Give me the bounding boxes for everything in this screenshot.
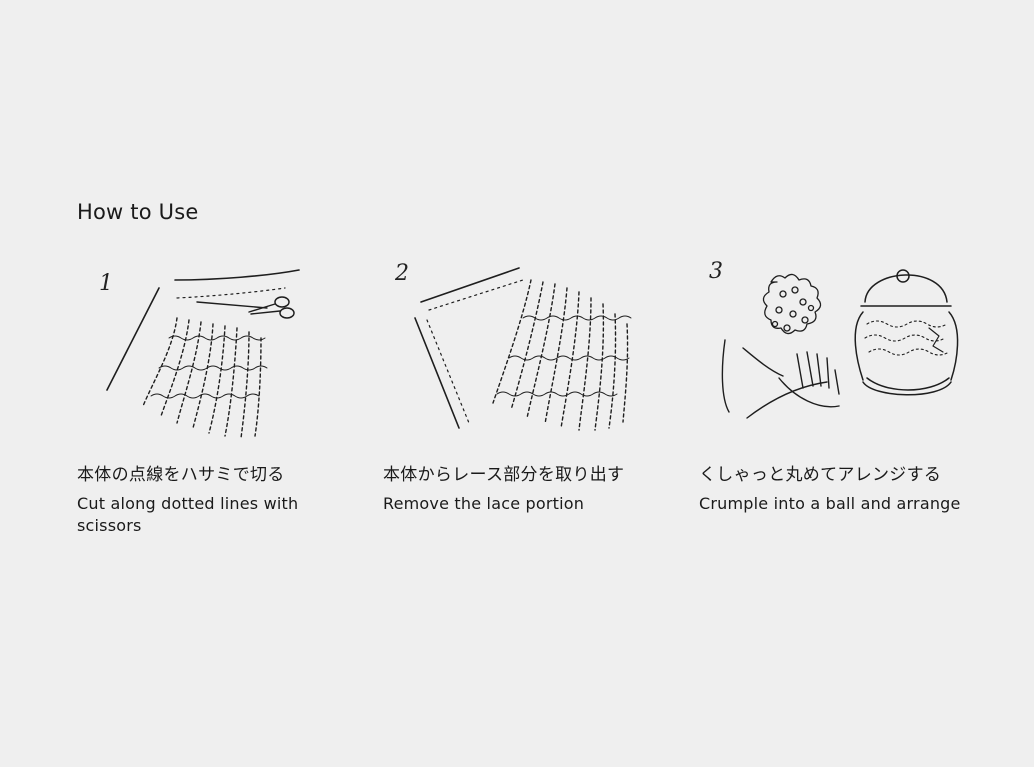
step-2-japanese-caption: 本体からレース部分を取り出す <box>383 465 625 485</box>
step-1-japanese-caption: 本体の点線をハサミで切る <box>77 465 285 485</box>
step-2: 2 本体からレース部分を取 <box>383 258 663 513</box>
step-2-number: 2 <box>394 261 409 286</box>
step-1-english-caption: Cut along dotted lines with scissors <box>77 494 299 535</box>
step-1-number: 1 <box>99 271 113 296</box>
crumple-and-arrange-illustration: 3 <box>709 259 959 419</box>
step-2-english-caption: Remove the lace portion <box>383 494 585 513</box>
step-3-number: 3 <box>709 259 723 284</box>
step-3: 3 <box>699 258 999 513</box>
step-1: 1 <box>77 258 327 535</box>
page-title: How to Use <box>77 200 199 224</box>
step-3-japanese-caption: くしゃっと丸めてアレンジする <box>699 465 942 485</box>
remove-lace-illustration: 2 <box>394 261 632 431</box>
step-3-english-caption: Crumple into a ball and arrange <box>699 494 961 513</box>
cut-with-scissors-illustration: 1 <box>99 269 300 439</box>
